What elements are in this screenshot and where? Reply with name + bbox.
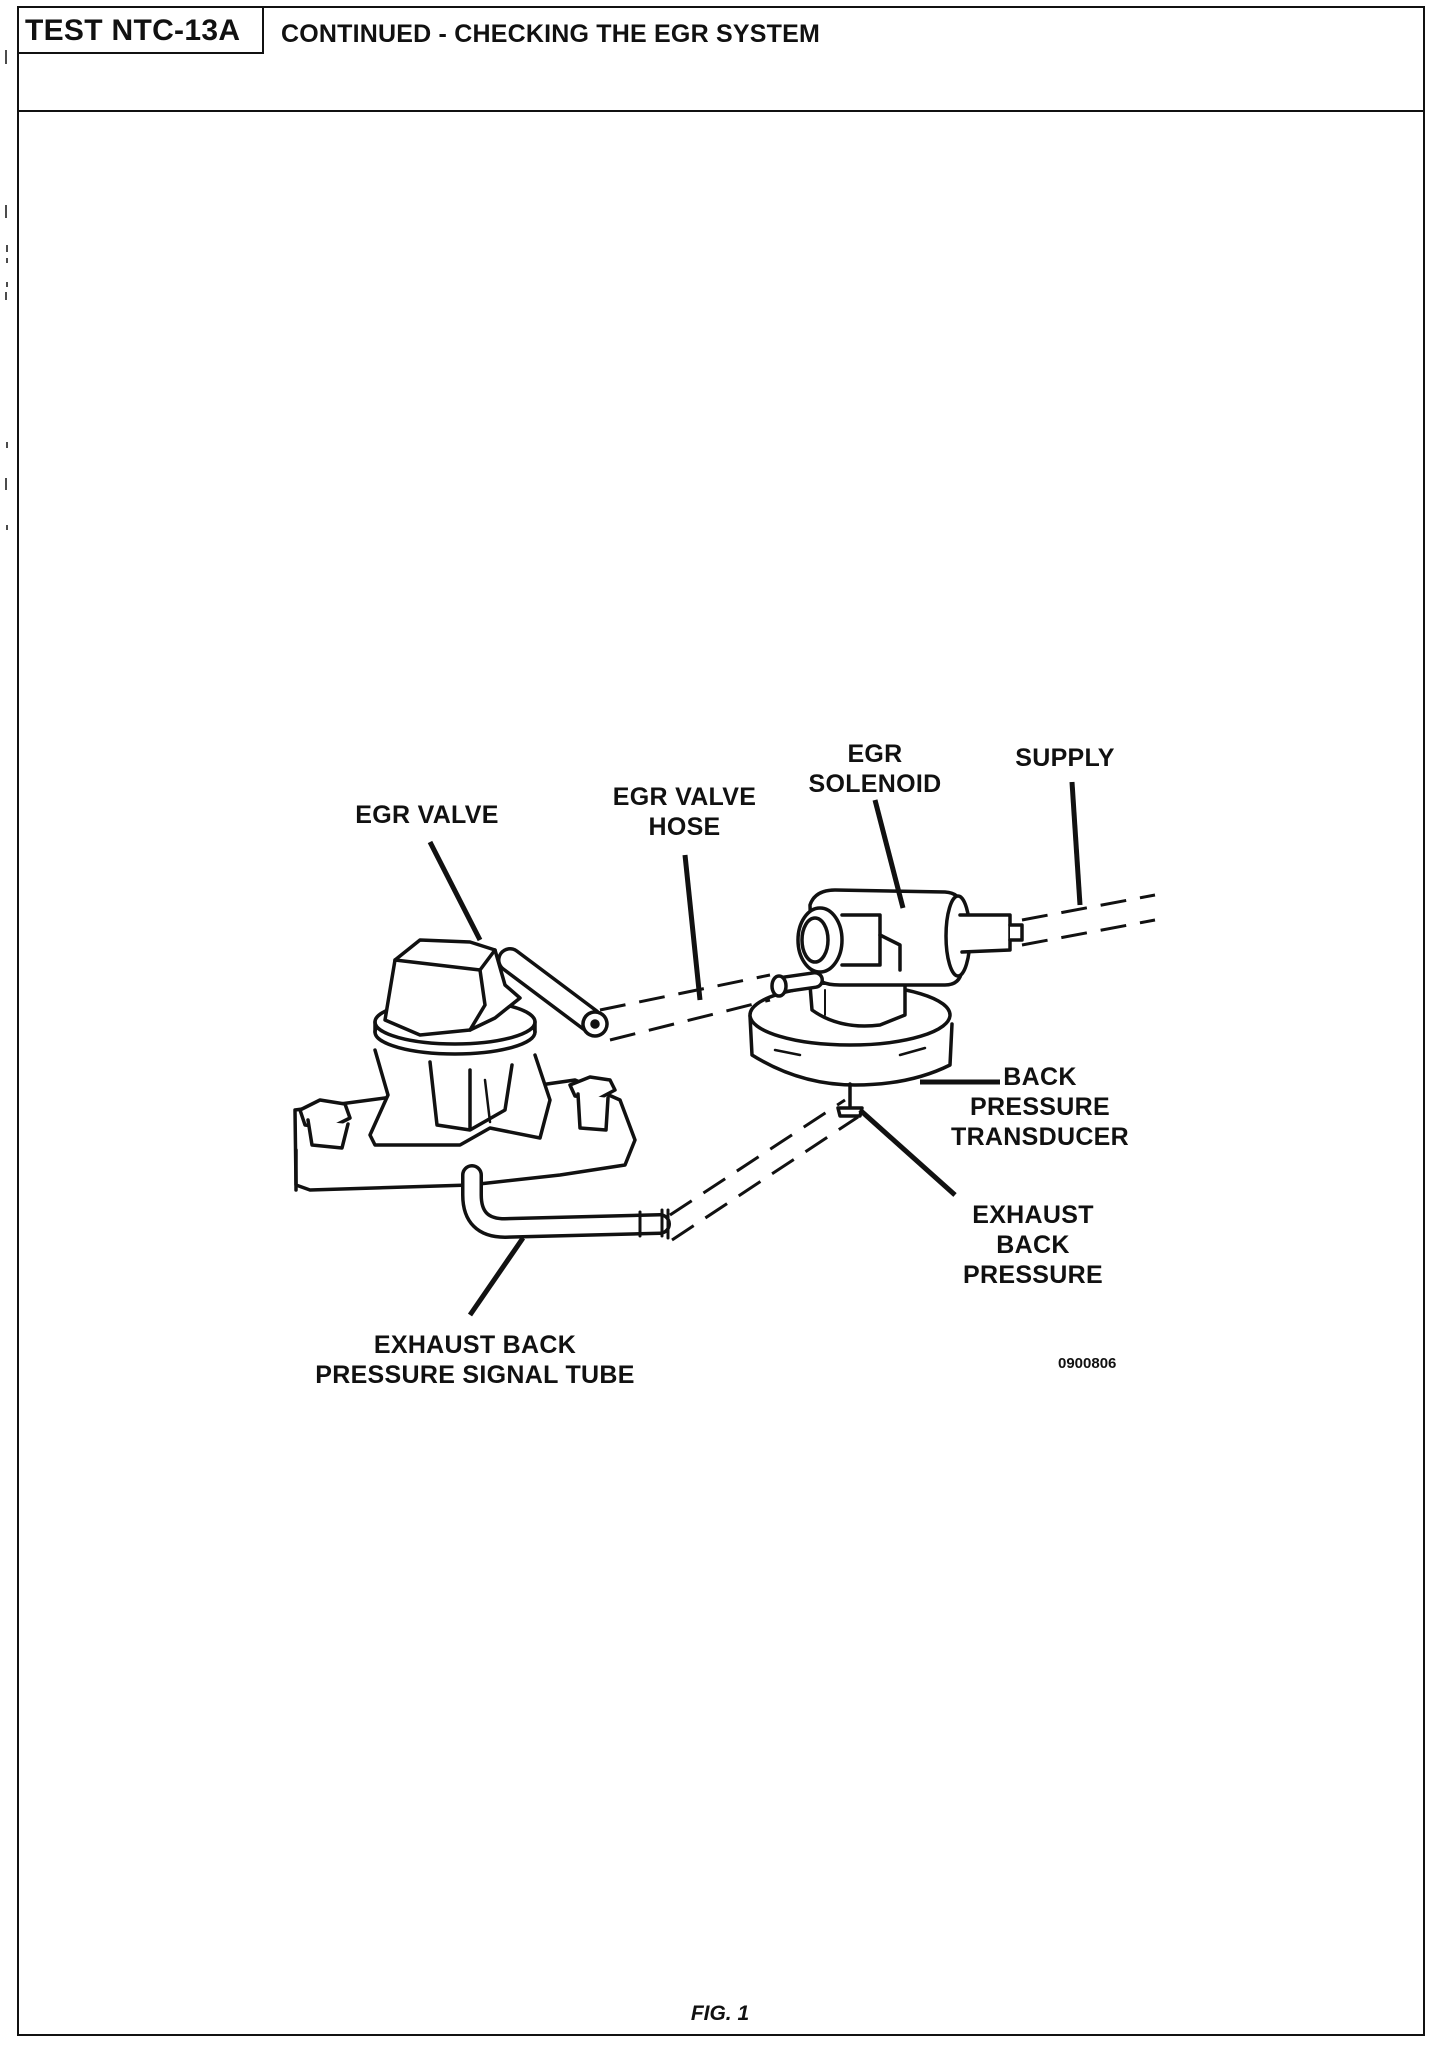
label-egr-valve-hose: EGR VALVE HOSE bbox=[612, 783, 757, 841]
figure-id: 0900806 bbox=[1058, 1355, 1117, 1372]
page-title: CONTINUED - CHECKING THE EGR SYSTEM bbox=[281, 20, 820, 48]
label-back-pressure-transducer: BACK PRESSURE TRANSDUCER bbox=[951, 1063, 1129, 1151]
label-egr-valve: EGR VALVE bbox=[355, 801, 499, 829]
test-id-box: TEST NTC-13A bbox=[19, 8, 264, 54]
page-frame: TEST NTC-13A CONTINUED - CHECKING THE EG… bbox=[17, 6, 1425, 2036]
label-exhaust-back-pressure-signal-tube: EXHAUST BACK PRESSURE SIGNAL TUBE bbox=[315, 1331, 635, 1389]
label-egr-solenoid: EGR SOLENOID bbox=[808, 740, 942, 798]
figure-caption: FIG. 1 bbox=[690, 2002, 750, 2025]
label-supply: SUPPLY bbox=[1015, 744, 1115, 772]
binding-edge-marks bbox=[5, 50, 8, 530]
page-header: TEST NTC-13A CONTINUED - CHECKING THE EG… bbox=[19, 8, 1423, 112]
label-exhaust-back-pressure: EXHAUST BACK PRESSURE bbox=[963, 1201, 1103, 1289]
